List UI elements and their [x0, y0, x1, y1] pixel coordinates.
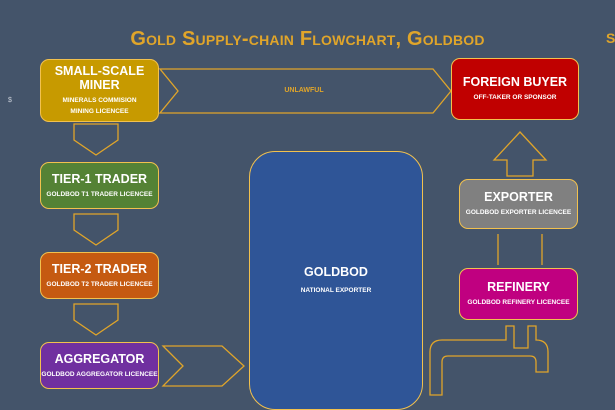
- node-sub: GOLDBOD EXPORTER LICENCEE: [465, 209, 572, 216]
- node-sub: GOLDBOD T1 TRADER LICENCEE: [46, 190, 153, 198]
- node-name: GOLDBOD: [304, 265, 368, 279]
- node-tier1-trader[interactable]: TIER-1 TRADER GOLDBOD T1 TRADER LICENCEE: [40, 162, 159, 209]
- node-name: AGGREGATOR: [54, 351, 145, 366]
- node-goldbod[interactable]: GOLDBOD NATIONAL EXPORTER: [249, 151, 423, 410]
- node-sub: MINERALS COMMISION MINING LICENCEE: [62, 97, 137, 115]
- arrow-tier2-to-aggregator: [73, 303, 119, 336]
- node-sub: GOLDBOD REFINERY LICENCEE: [467, 299, 570, 306]
- node-sub: NATIONAL EXPORTER: [300, 287, 372, 294]
- node-name: SMALL-SCALE MINER: [54, 64, 145, 92]
- arrow-miner-to-tier1: [73, 123, 119, 156]
- stray-glyph: $: [8, 97, 12, 104]
- node-refinery[interactable]: REFINERY GOLDBOD REFINERY LICENCEE: [459, 268, 578, 320]
- node-tier2-trader[interactable]: TIER-2 TRADER GOLDBOD T2 TRADER LICENCEE: [40, 252, 159, 299]
- clipped-glyph: S: [606, 30, 615, 46]
- arrow-exporter-to-foreign-buyer: [492, 131, 548, 177]
- node-aggregator[interactable]: AGGREGATOR GOLDBOD AGGREGATOR LICENCEE: [40, 342, 159, 389]
- arrow-tier1-to-tier2: [73, 213, 119, 246]
- node-sub: GOLDBOD T2 TRADER LICENCEE: [46, 280, 153, 288]
- node-name: FOREIGN BUYER: [462, 75, 568, 89]
- node-small-scale-miner[interactable]: SMALL-SCALE MINER MINERALS COMMISION MIN…: [40, 59, 159, 122]
- node-foreign-buyer[interactable]: FOREIGN BUYER OFF-TAKER OR SPONSOR: [451, 58, 579, 120]
- arrow-goldbod-to-refinery: [429, 325, 549, 396]
- node-sub: OFF-TAKER OR SPONSOR: [473, 94, 557, 101]
- node-sub: GOLDBOD AGGREGATOR LICENCEE: [41, 370, 158, 378]
- node-exporter[interactable]: EXPORTER GOLDBOD EXPORTER LICENCEE: [459, 179, 578, 229]
- flowchart-title: Gold Supply-chain Flowchart, Goldbod: [130, 28, 485, 50]
- node-name: TIER-1 TRADER: [51, 171, 148, 186]
- node-name: REFINERY: [487, 280, 550, 294]
- edge-label-unlawful: UNLAWFUL: [284, 87, 324, 94]
- arrow-aggregator-to-goldbod: [161, 345, 245, 387]
- arrow-miner-to-foreign-buyer: [158, 68, 452, 114]
- node-name: EXPORTER: [484, 190, 553, 204]
- node-name: TIER-2 TRADER: [51, 261, 148, 276]
